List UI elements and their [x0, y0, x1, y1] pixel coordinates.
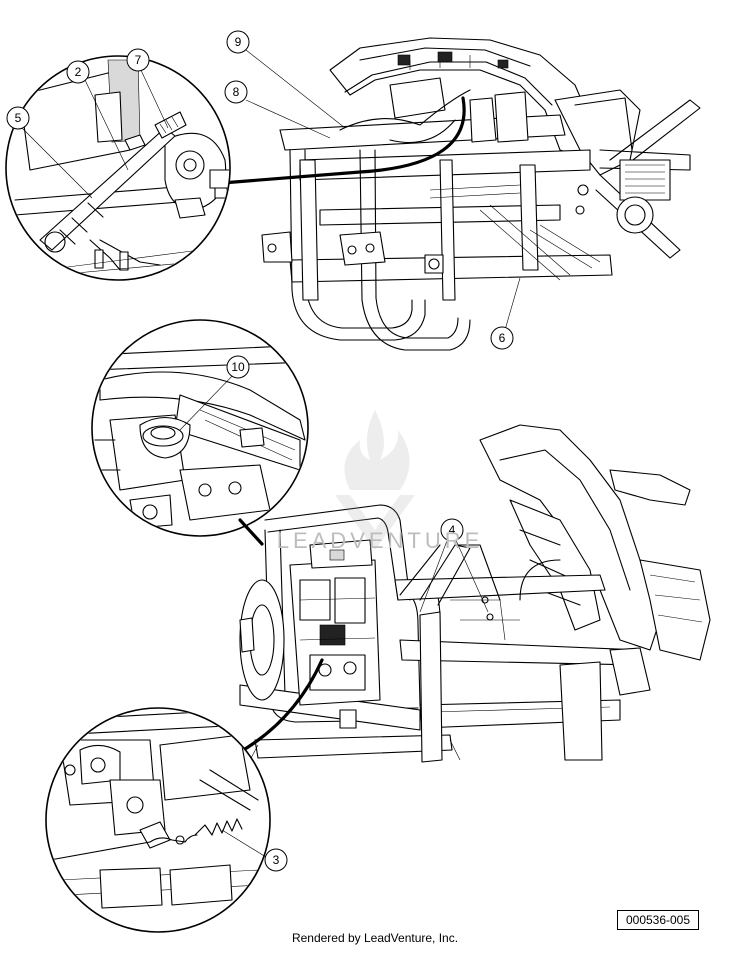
svg-text:9: 9: [235, 35, 242, 49]
callout-7: 8: [224, 80, 248, 104]
callout-10: 10: [226, 355, 250, 379]
callout-2: 2: [66, 60, 90, 84]
watermark-text: LEADVENTURE: [276, 528, 484, 553]
callout-4: 4: [440, 518, 464, 542]
callout-leaders: [21, 49, 521, 858]
svg-text:10: 10: [231, 360, 245, 374]
callout-5: 5: [6, 106, 30, 130]
callout-6: 7: [126, 48, 150, 72]
front-frame-assembly: [261, 37, 701, 351]
detail-leader-bottom: [238, 658, 324, 754]
callout-9: 9: [226, 30, 250, 54]
detail-circle-spring-link: [45, 707, 271, 933]
svg-text:5: 5: [15, 111, 22, 125]
part-number-label: 000536-005: [617, 910, 699, 930]
svg-text:6: 6: [499, 331, 506, 345]
detail-leader-top: [220, 96, 466, 185]
detail-circle-pivot-mount: [91, 319, 309, 537]
watermark-logo: [335, 410, 415, 550]
svg-text:7: 7: [135, 53, 142, 67]
footer-credit: Rendered by LeadVenture, Inc.: [291, 931, 459, 945]
detail-leader-middle: [238, 518, 264, 546]
svg-text:8: 8: [233, 85, 240, 99]
chassis-assembly: [239, 424, 711, 763]
return-spring: [184, 818, 243, 843]
callout-8: 6: [490, 326, 514, 350]
svg-text:4: 4: [449, 523, 456, 537]
callout-3: 3: [264, 848, 288, 872]
svg-text:2: 2: [75, 65, 82, 79]
svg-text:3: 3: [273, 853, 280, 867]
detail-circle-cable-bracket: [5, 55, 231, 281]
